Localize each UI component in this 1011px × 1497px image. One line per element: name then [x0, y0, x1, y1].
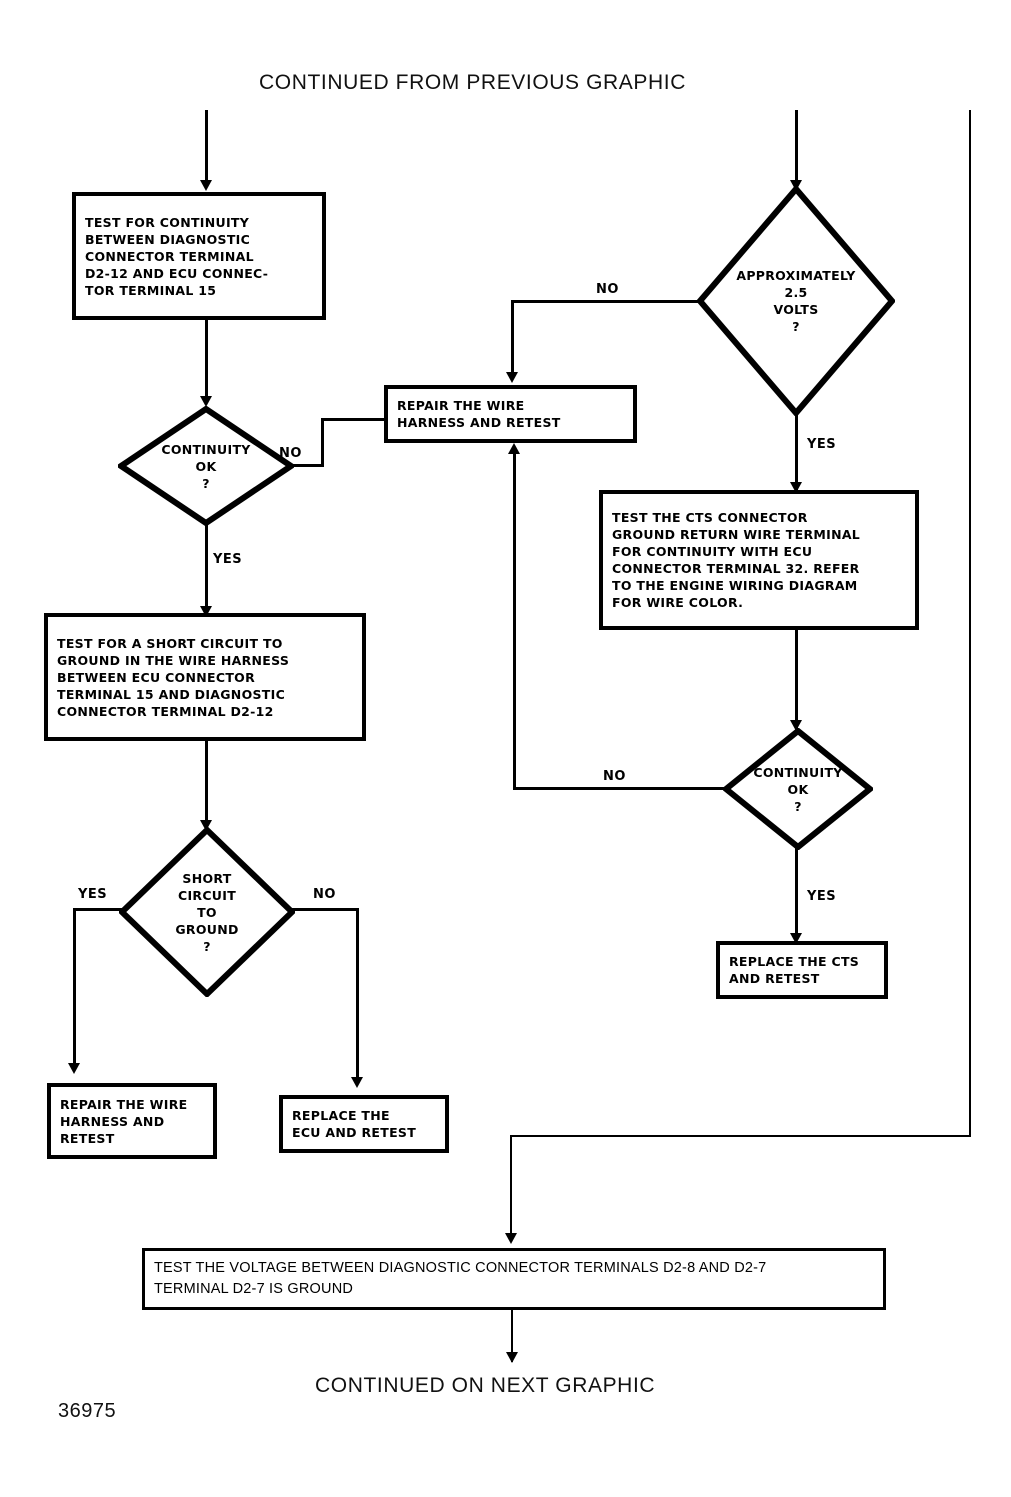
connector-volts-yes: [795, 414, 798, 490]
connector-short-no-h: [291, 908, 359, 911]
connector-bypass-down: [510, 1135, 512, 1240]
node-test-continuity-d2-12: TEST FOR CONTINUITY BETWEEN DIAGNOSTIC C…: [72, 192, 326, 320]
figure-number: 36975: [58, 1400, 117, 1422]
node-test-short-circuit: TEST FOR A SHORT CIRCUIT TO GROUND IN TH…: [44, 613, 366, 741]
page-title-continued-from: CONTINUED FROM PREVIOUS GRAPHIC: [259, 71, 686, 94]
connector-continuity1-yes: [205, 524, 208, 614]
node-text: TEST THE CTS CONNECTOR GROUND RETURN WIR…: [612, 510, 861, 610]
diamond-shape: [697, 186, 895, 416]
edge-label-short-no: NO: [313, 887, 336, 902]
arrowhead-into-voltage-test: [505, 1233, 517, 1244]
arrowhead-short-diamond: [200, 820, 212, 831]
connector-entry-right: [795, 110, 798, 184]
arrowhead-short-circuit-test: [200, 606, 212, 617]
diamond-shape: [118, 406, 294, 526]
diamond-shape: [723, 728, 873, 850]
node-text: REPAIR THE WIRE HARNESS AND RETEST: [60, 1096, 188, 1146]
arrowhead-replace-ecu: [351, 1077, 363, 1088]
connector-short-yes-v: [73, 908, 76, 1070]
node-short-circuit-to-ground: SHORT CIRCUIT TO GROUND ?: [119, 827, 295, 997]
arrowhead-repair-harness-top-up: [508, 443, 520, 454]
arrowhead-replace-cts: [790, 933, 802, 944]
edge-label-short-yes: YES: [78, 887, 108, 902]
connector-short-yes-h: [73, 908, 123, 911]
node-text: CONTINUITY OK ?: [161, 441, 251, 491]
edge-label-volts-no: NO: [596, 282, 619, 297]
connector-cts-to-continuity2: [795, 630, 798, 728]
connector-bypass-vertical: [969, 110, 971, 1137]
edge-label-volts-yes: YES: [807, 437, 837, 452]
node-text: TEST FOR A SHORT CIRCUIT TO GROUND IN TH…: [57, 635, 290, 719]
node-continuity-ok-2: CONTINUITY OK ?: [723, 728, 873, 850]
connector-entry-left: [205, 110, 208, 184]
node-repair-wire-harness-top: REPAIR THE WIRE HARNESS AND RETEST: [384, 385, 637, 443]
connector-continuity2-no-h: [513, 787, 725, 790]
arrowhead-continuity2: [790, 720, 802, 731]
node-text: REPLACE THE ECU AND RETEST: [292, 1108, 417, 1140]
node-text: REPAIR THE WIRE HARNESS AND RETEST: [397, 398, 561, 430]
arrowhead-continuity1: [200, 396, 212, 407]
node-text: SHORT CIRCUIT TO GROUND ?: [175, 870, 239, 954]
edge-label-continuity1-no: NO: [279, 446, 302, 461]
arrowhead-repair-harness-top-down: [506, 372, 518, 383]
node-text: APPROXIMATELY 2.5 VOLTS ?: [736, 268, 856, 334]
arrowhead-cts-test: [790, 482, 802, 493]
node-text: REPLACE THE CTS AND RETEST: [729, 954, 860, 986]
node-approximately-2-5-volts: APPROXIMATELY 2.5 VOLTS ?: [697, 186, 895, 416]
connector-exit-bottom: [511, 1310, 513, 1362]
arrowhead-entry-left: [200, 180, 212, 191]
connector-box4-to-short-diamond: [205, 741, 208, 828]
connector-continuity2-yes: [795, 848, 798, 940]
page-footer-continued-on: CONTINUED ON NEXT GRAPHIC: [315, 1374, 656, 1397]
edge-label-continuity1-yes: YES: [213, 552, 243, 567]
node-text: CONTINUITY OK ?: [753, 764, 843, 814]
arrowhead-repair-harness-bottom: [68, 1063, 80, 1074]
node-replace-ecu: REPLACE THE ECU AND RETEST: [279, 1095, 449, 1153]
edge-label-continuity2-no: NO: [603, 769, 626, 784]
connector-short-no-v: [356, 908, 359, 1084]
diamond-shape: [119, 827, 295, 997]
node-repair-wire-harness-bottom: REPAIR THE WIRE HARNESS AND RETEST: [47, 1083, 217, 1159]
connector-continuity1-no-v: [321, 418, 324, 467]
node-test-cts-connector: TEST THE CTS CONNECTOR GROUND RETURN WIR…: [599, 490, 919, 630]
connector-box1-to-continuity1: [205, 320, 208, 402]
connector-continuity1-no-h1: [292, 464, 324, 467]
connector-continuity1-no-h2: [321, 418, 386, 421]
connector-volts-no-v: [511, 300, 514, 376]
arrowhead-exit-bottom: [506, 1352, 518, 1363]
node-text: TEST FOR CONTINUITY BETWEEN DIAGNOSTIC C…: [85, 214, 269, 298]
node-replace-cts: REPLACE THE CTS AND RETEST: [716, 941, 888, 999]
node-text: TEST THE VOLTAGE BETWEEN DIAGNOSTIC CONN…: [154, 1260, 767, 1297]
node-test-voltage-d2-8-d2-7: TEST THE VOLTAGE BETWEEN DIAGNOSTIC CONN…: [142, 1248, 886, 1310]
edge-label-continuity2-yes: YES: [807, 889, 837, 904]
connector-volts-no-h: [511, 300, 701, 303]
connector-continuity2-no-v: [513, 452, 516, 790]
connector-bypass-horizontal: [510, 1135, 971, 1137]
node-continuity-ok-1: CONTINUITY OK ?: [118, 406, 294, 526]
